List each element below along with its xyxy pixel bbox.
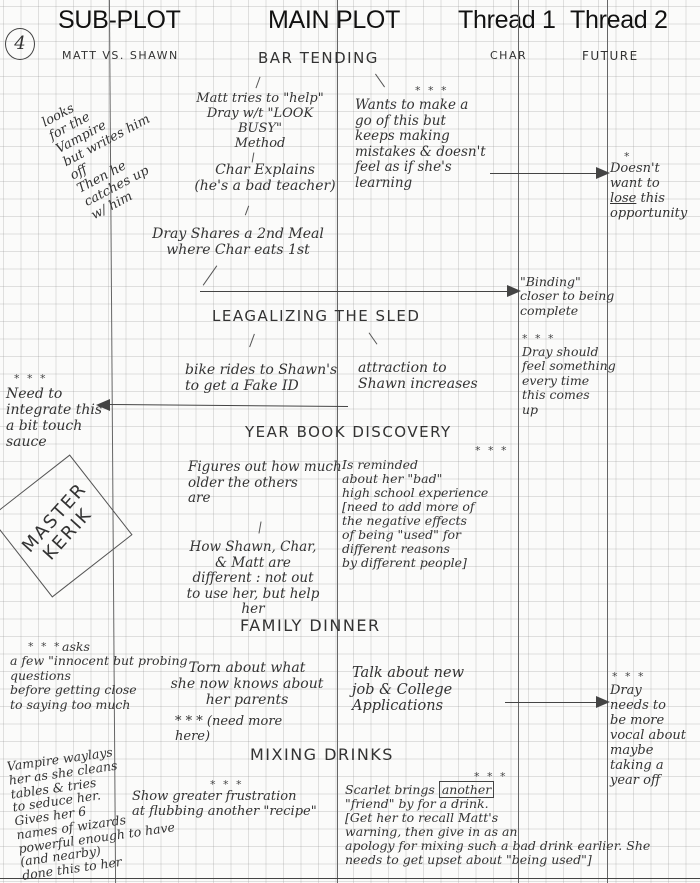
thread2-opportunity-pre: Doesn't want to	[610, 161, 660, 191]
branch-line	[368, 332, 378, 345]
subplot-subtitle: MATT VS. SHAWN	[62, 49, 179, 62]
branch-line	[249, 333, 255, 348]
mixing-right-note-post: "friend" by for a drink. [Get her to rec…	[345, 796, 651, 867]
sled-right-note: attraction to Shawn increases	[358, 360, 478, 393]
thread1-binding: "Binding" closer to being complete	[520, 274, 615, 318]
yearbook-right-note: Is reminded about her "bad" high school …	[342, 457, 489, 570]
arrow-to-subplot	[108, 403, 348, 408]
yearbook-left-note-1: Figures out how much older the others ar…	[188, 459, 342, 507]
column-header-subplot: SUB-PLOT	[58, 6, 181, 34]
mixing-right-note-pre: Scarlet brings	[345, 782, 439, 797]
column-divider-thread1-right	[607, 0, 608, 883]
priority-stars: * * *	[522, 332, 556, 345]
column-divider-main-right	[518, 0, 519, 883]
column-header-main-plot: MAIN PLOT	[268, 6, 401, 34]
family-right-note: Talk about new job & College Application…	[352, 665, 464, 715]
subplot-vampire-waylays: Vampire waylays her as she cleans tables…	[5, 744, 176, 883]
arrow-head-icon	[596, 167, 610, 179]
section-title-sled: LEAGALIZING THE SLED	[212, 307, 421, 325]
subplot-vampire-looks: looks for the Vampire but writes him off…	[39, 100, 153, 223]
thread2-subtitle: FUTURE	[582, 49, 639, 63]
mixing-right-note: Scarlet brings another "friend" by for a…	[345, 781, 651, 867]
sled-left-note: bike rides to Shawn's to get a Fake ID	[185, 362, 338, 395]
main-subtitle: BAR TENDING	[258, 49, 379, 67]
section-title-family-dinner: FAMILY DINNER	[240, 616, 381, 635]
arrow-head-icon	[507, 285, 521, 297]
boxed-word-another: another	[438, 781, 495, 798]
family-left-note-2: * * * (need more here)	[175, 714, 283, 744]
priority-stars: * * *	[475, 444, 509, 457]
column-header-thread1: Thread 1	[458, 6, 556, 34]
branch-line	[202, 265, 218, 286]
branch-line	[255, 76, 261, 89]
priority-stars: * * *	[474, 770, 508, 783]
arrow-head-icon	[96, 399, 110, 411]
arrow-head-icon	[596, 696, 610, 708]
arrow-to-thread2	[490, 173, 600, 174]
arrow-to-thread2-2	[505, 702, 600, 703]
thread2-opportunity: Doesn't want to lose this opportunity	[610, 161, 688, 222]
priority-stars: * * *	[210, 778, 244, 791]
priority-stars: * * *	[14, 372, 48, 385]
thread1-subtitle: CHAR	[490, 49, 528, 62]
underlined-word-lose: lose	[610, 190, 637, 206]
bartending-left-note-2: Char Explains (he's a bad teacher)	[194, 162, 336, 195]
branch-line	[251, 152, 255, 163]
branch-line	[244, 205, 250, 216]
priority-stars: * * *	[415, 84, 449, 97]
column-header-thread2: Thread 2	[570, 6, 668, 34]
bartending-left-note-3: Dray Shares a 2nd Meal where Char eats 1…	[152, 226, 324, 259]
priority-stars: * * *	[612, 670, 646, 683]
column-divider-main-left	[337, 0, 338, 883]
thread1-dray-feel: Dray should feel something every time th…	[522, 344, 616, 417]
section-title-yearbook: YEAR BOOK DISCOVERY	[245, 423, 452, 441]
yearbook-left-note-2: How Shawn, Char, & Matt are different : …	[186, 539, 320, 618]
subplot-asks-questions: asks a few "innocent but probing questio…	[10, 639, 188, 712]
bartending-right-note: Wants to make a go of this but keeps mak…	[355, 97, 486, 191]
mixing-left-note: Show greater frustration at flubbing ano…	[132, 789, 317, 819]
subplot-integrate: Need to integrate this a bit touch sauce	[6, 386, 103, 451]
family-left-note: Torn about what she now knows about her …	[170, 660, 324, 709]
bartending-left-note-1: Matt tries to "help" Dray w/t "LOOK BUSY…	[196, 91, 324, 151]
arrow-to-thread1	[200, 291, 510, 292]
bottom-border	[0, 878, 700, 879]
section-title-mixing-drinks: MIXING DRINKS	[250, 745, 394, 764]
thread2-year-off: Dray needs to be more vocal about maybe …	[610, 683, 686, 788]
priority-stars: *	[624, 150, 632, 163]
branch-line	[258, 521, 262, 534]
page-number: 4	[5, 28, 35, 60]
priority-stars: * * *	[28, 640, 62, 653]
thread2-opportunity-post: this opportunity	[610, 190, 688, 221]
branch-line	[375, 73, 385, 88]
